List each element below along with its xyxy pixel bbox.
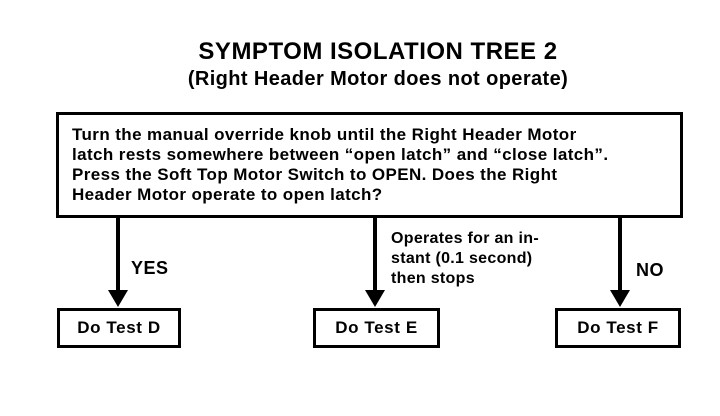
result-box-test-f: Do Test F [555,308,681,348]
page-subtitle: (Right Header Motor does not operate) [187,68,569,90]
result-label-test-f: Do Test F [577,318,659,337]
result-box-test-d: Do Test D [57,308,181,348]
question-box: Turn the manual override knob until the … [56,112,683,218]
branch-label-yes: YES [131,258,169,278]
result-label-test-e: Do Test E [335,318,418,337]
result-label-test-d: Do Test D [77,318,161,337]
page-title: SYMPTOM ISOLATION TREE 2 [198,38,558,65]
yes-arrow-head-icon [108,290,128,307]
question-text: Turn the manual override knob until the … [72,125,609,204]
branch-label-no: NO [636,260,664,280]
yes-arrow-line [116,218,120,292]
branch-label-instant: Operates for an in- stant (0.1 second) t… [391,230,539,287]
instant-arrow-line [373,218,377,292]
instant-arrow-head-icon [365,290,385,307]
header: SYMPTOM ISOLATION TREE 2 (Right Header M… [36,38,720,92]
no-arrow-head-icon [610,290,630,307]
no-arrow-line [618,218,622,292]
result-box-test-e: Do Test E [313,308,440,348]
